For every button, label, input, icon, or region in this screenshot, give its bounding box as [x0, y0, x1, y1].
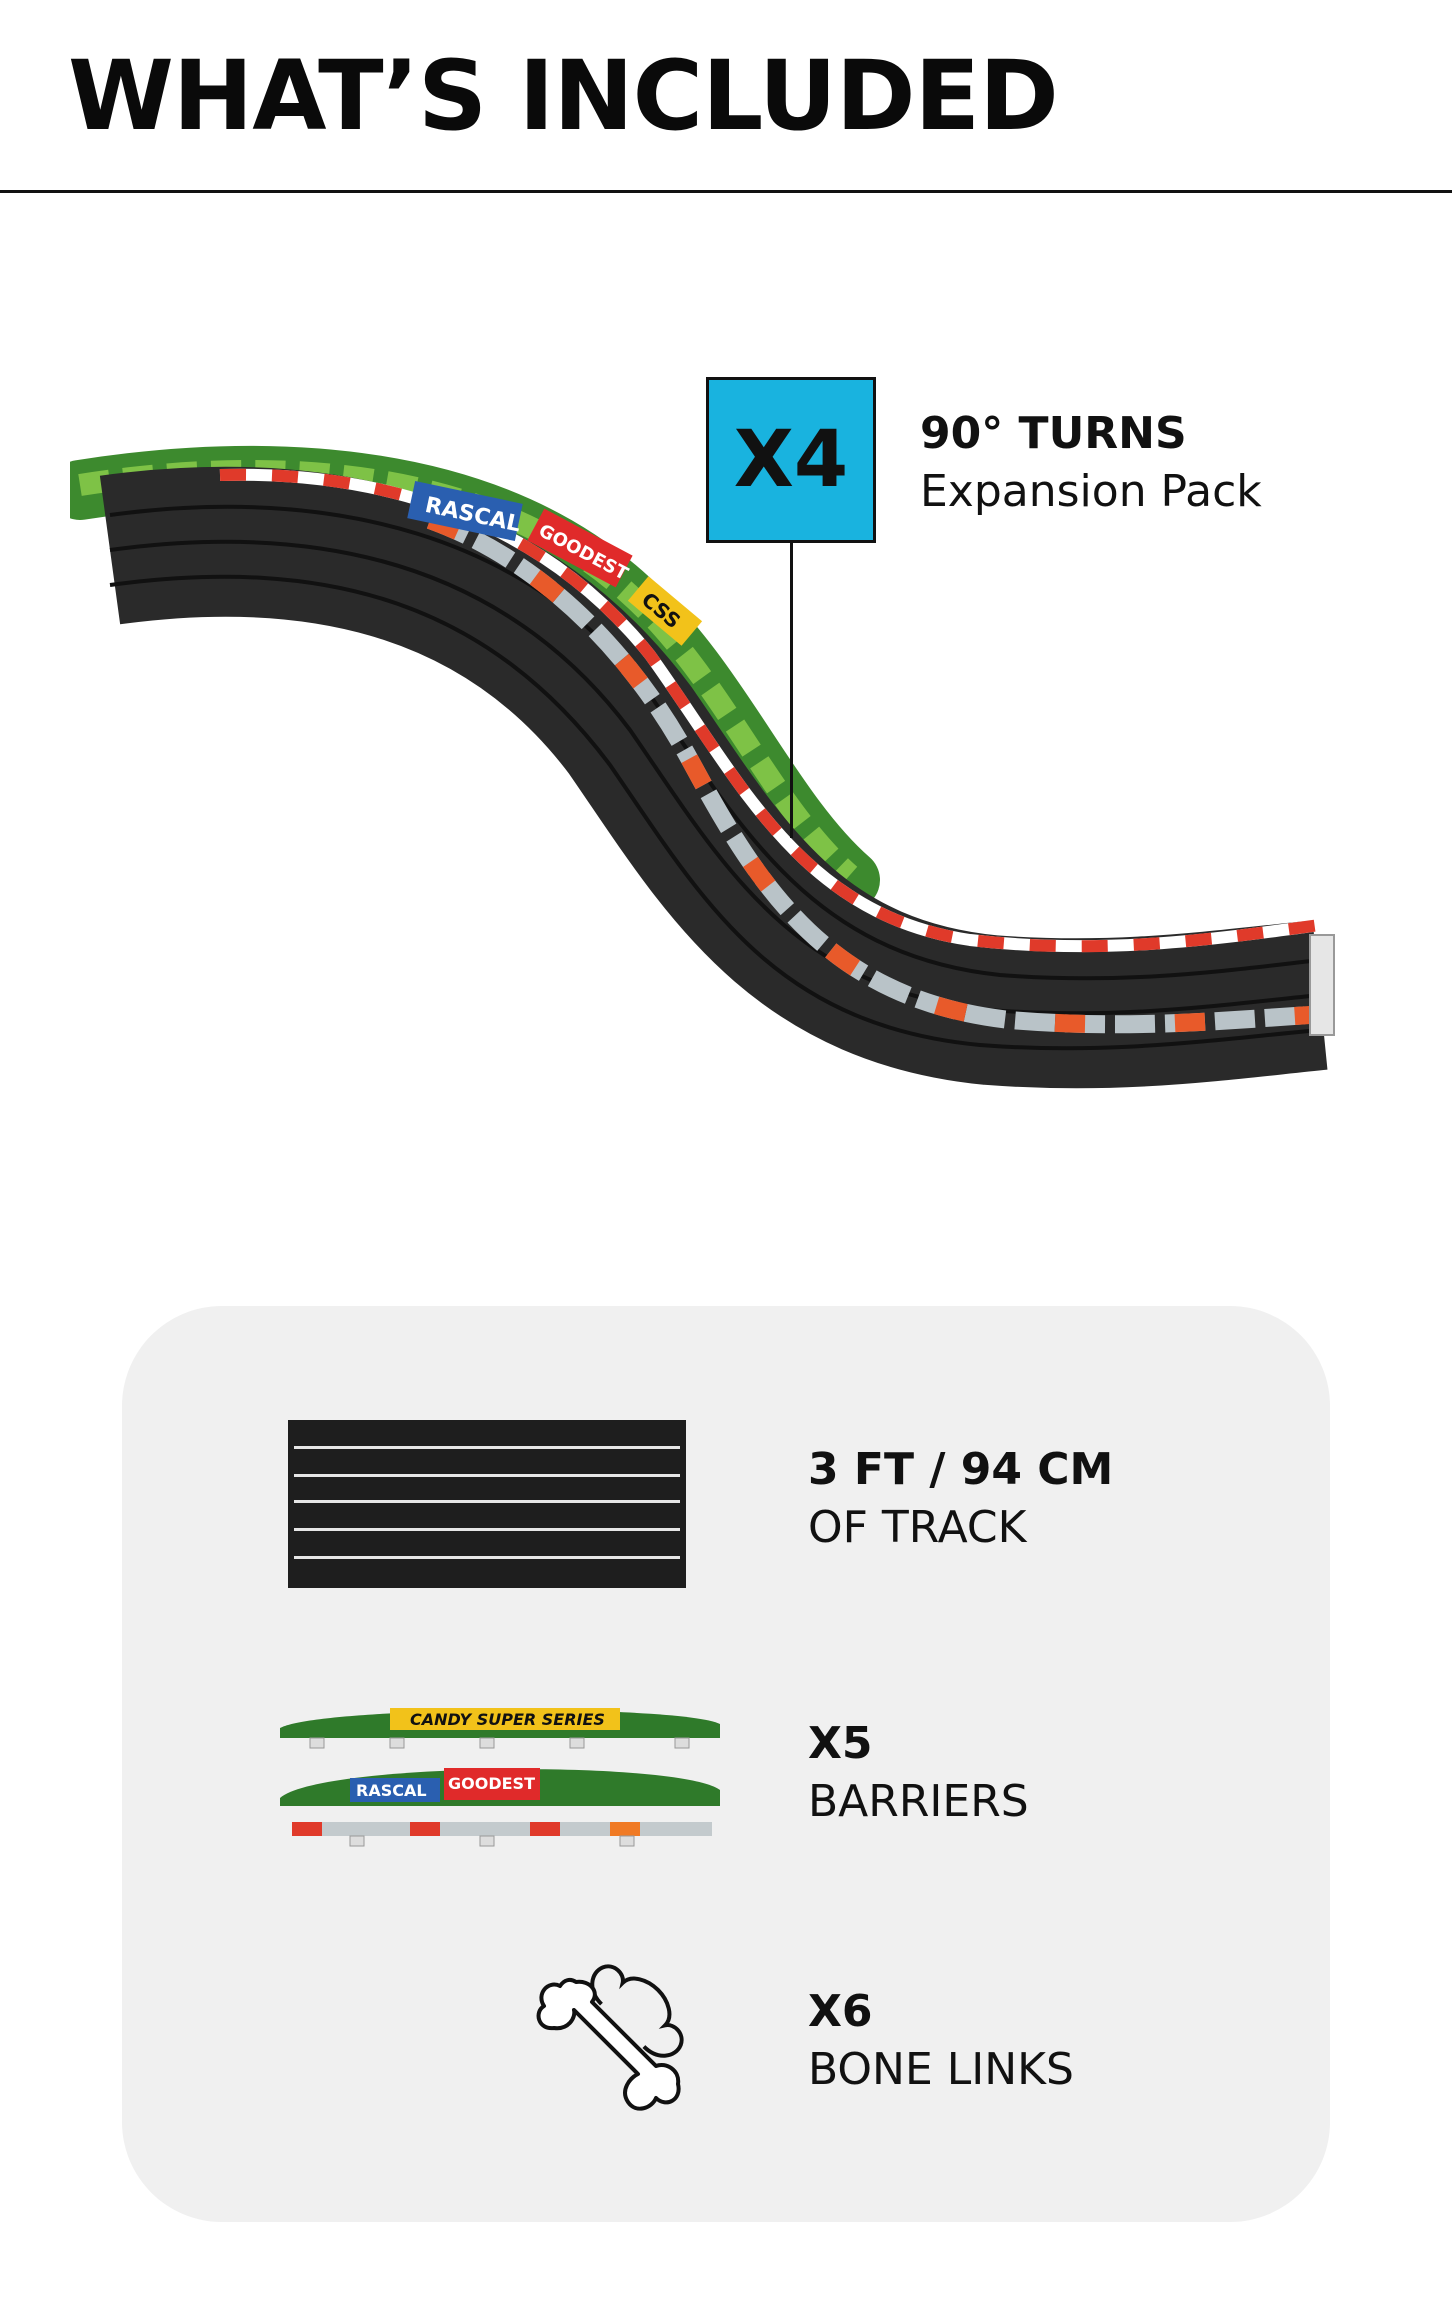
- barrier-clip: [569, 1737, 585, 1749]
- bone-outline: [536, 1977, 681, 2111]
- item-title: X6: [808, 1986, 873, 2037]
- track-groove: [294, 1556, 680, 1559]
- lane-groove: [109, 574, 1321, 1051]
- barrier-sign-text: RASCAL: [356, 1781, 427, 1800]
- barrier-sign-text: CANDY SUPER SERIES: [410, 1710, 605, 1729]
- barrier-block-red: [530, 1822, 560, 1836]
- track-piece-icon: [288, 1420, 686, 1588]
- badge-pointer-line: [790, 543, 793, 838]
- barrier-block-red: [292, 1822, 322, 1836]
- lane-groove: [109, 539, 1321, 1016]
- barrier-clip: [349, 1835, 365, 1847]
- barrier-clip: [309, 1737, 325, 1749]
- header-divider: [0, 190, 1452, 193]
- barrier-sign-red: [444, 1768, 540, 1800]
- barrier-clip: [479, 1835, 495, 1847]
- badge-subtitle: Expansion Pack: [920, 466, 1262, 517]
- sign-css: [627, 576, 703, 646]
- bone-link-icon: [536, 1964, 684, 2111]
- page-title: WHAT’S INCLUDED: [68, 40, 1059, 152]
- item-subtitle: BONE LINKS: [808, 2044, 1074, 2095]
- item-subtitle: OF TRACK: [808, 1502, 1027, 1553]
- barrier-sign-yellow: [390, 1708, 620, 1730]
- item-title: X5: [808, 1718, 873, 1769]
- barrier-clip: [479, 1737, 495, 1749]
- track-groove: [294, 1528, 680, 1531]
- barrier-clip: [619, 1835, 635, 1847]
- track-base: [288, 1420, 686, 1588]
- barrier-blocks: [292, 1822, 712, 1836]
- sign-goodest: [527, 508, 633, 588]
- barriers-icon: CANDY SUPER SERIES RASCAL GOODEST: [280, 1708, 720, 1847]
- track-groove: [294, 1500, 680, 1503]
- inner-barrier: [426, 511, 1311, 1034]
- barrier-clip: [389, 1737, 405, 1749]
- barrier-block-orange: [610, 1822, 640, 1836]
- quantity-badge: X4: [706, 377, 876, 543]
- barrier-sign-text: GOODEST: [448, 1774, 535, 1793]
- track-groove: [294, 1474, 680, 1477]
- track-end-connector: [1309, 934, 1335, 1036]
- curved-track-illustration: RASCAL GOODEST CSS: [70, 445, 1335, 1089]
- barrier-sign-blue: [350, 1778, 440, 1802]
- item-title: 3 FT / 94 CM: [808, 1444, 1114, 1495]
- item-subtitle: BARRIERS: [808, 1776, 1029, 1827]
- barrier-block-red: [410, 1822, 440, 1836]
- lane-groove: [109, 504, 1321, 981]
- badge-title: 90° TURNS: [920, 408, 1187, 459]
- barrier-clip: [674, 1737, 690, 1749]
- track-groove: [294, 1446, 680, 1449]
- sign-rascal: [407, 480, 523, 542]
